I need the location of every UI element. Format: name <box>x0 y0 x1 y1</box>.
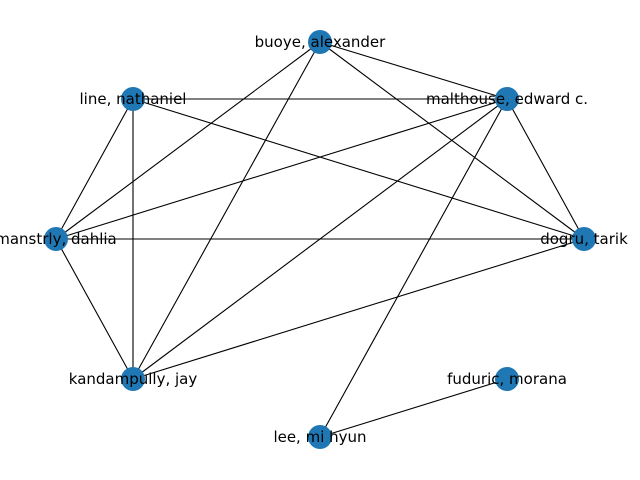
edge-buoye-malthouse <box>319 41 508 100</box>
node-lee <box>308 425 332 449</box>
node-label-kandampully: kandampully, jay <box>69 370 198 388</box>
node-manstrly <box>44 227 68 251</box>
node-line <box>121 87 145 111</box>
labels-layer: buoye, alexander malthouse, edward c. line… <box>0 33 628 446</box>
node-label-fuduric: fuduric, morana <box>447 370 567 388</box>
nodes-layer <box>44 30 596 449</box>
edge-buoye-manstrly <box>55 41 321 240</box>
node-fuduric <box>495 367 519 391</box>
node-label-manstrly: manstrly, dahlia <box>0 230 117 248</box>
edge-buoye-kandampully <box>132 41 321 380</box>
node-label-buoye: buoye, alexander <box>255 33 386 51</box>
edge-malthouse-lee <box>319 98 508 438</box>
edges-layer <box>55 41 585 438</box>
node-buoye <box>308 30 332 54</box>
edge-malthouse-dogru <box>506 98 585 240</box>
node-malthouse <box>495 87 519 111</box>
edge-lee-fuduric <box>319 378 508 438</box>
edge-manstrly-kandampully <box>55 238 134 380</box>
edge-line-manstrly <box>55 98 134 240</box>
edge-kandampully-dogru <box>132 238 585 380</box>
node-kandampully <box>121 367 145 391</box>
node-label-line: line, nathaniel <box>80 90 187 108</box>
edge-malthouse-manstrly <box>55 98 508 240</box>
node-label-dogru: dogru, tarik <box>540 230 628 248</box>
node-label-lee: lee, mi hyun <box>273 428 366 446</box>
node-label-malthouse: malthouse, edward c. <box>426 90 588 108</box>
edge-line-dogru <box>132 98 585 240</box>
node-dogru <box>572 227 596 251</box>
